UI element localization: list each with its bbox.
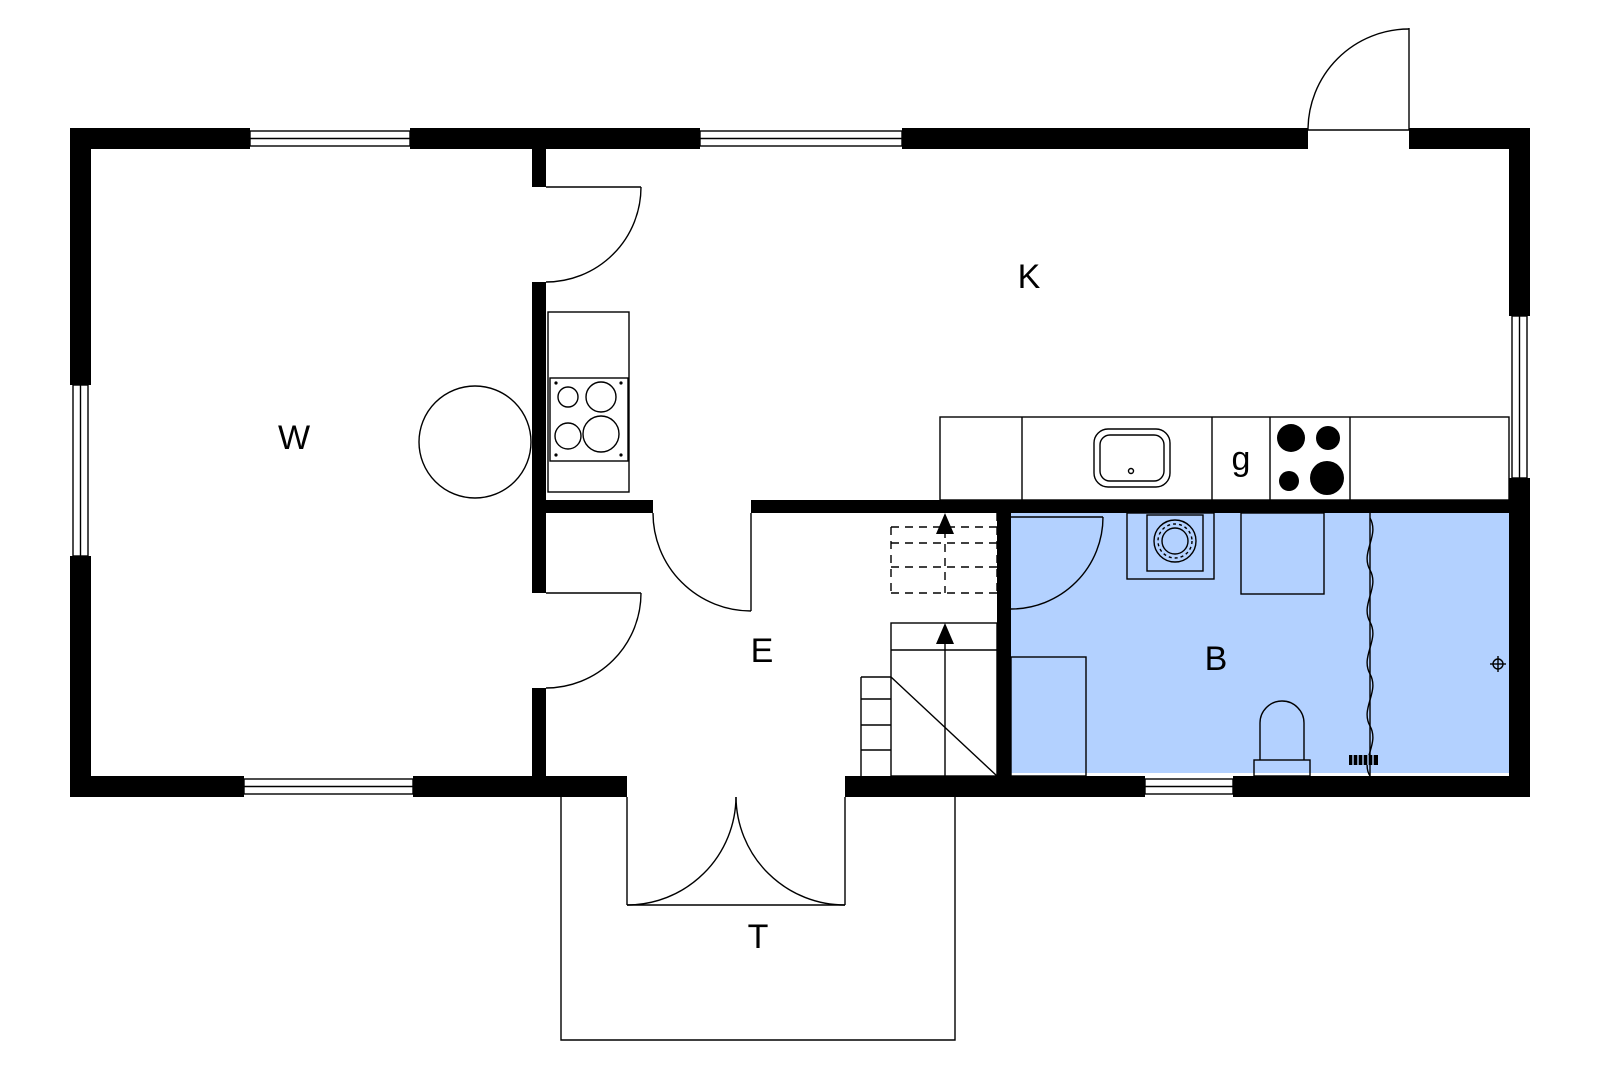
floor-drain-icon <box>1490 656 1506 672</box>
sink-icon <box>1093 428 1171 488</box>
bathroom-cabinet <box>1240 512 1325 595</box>
outer-walls <box>70 128 1530 797</box>
kitchen-counter <box>939 416 1510 501</box>
room-label-terrace: T <box>748 918 769 956</box>
room-label-bathroom: B <box>1205 640 1228 678</box>
kitchen-appliance-label: g <box>1232 440 1251 478</box>
room-label-entrance: E <box>751 632 774 670</box>
doors <box>545 28 1410 906</box>
bathroom-shelf <box>1010 656 1087 777</box>
windows <box>72 130 1528 795</box>
stairs-icon <box>860 513 998 777</box>
interior-walls <box>532 149 1509 778</box>
terrace-outline <box>560 797 956 1041</box>
round-table <box>418 385 532 499</box>
toilet-icon <box>1253 700 1311 777</box>
cooktop-icon <box>1277 424 1344 495</box>
room-label-kitchen: K <box>1018 258 1041 296</box>
stove-icon <box>547 311 630 493</box>
washbasin-icon <box>1126 512 1215 580</box>
room-label-living: W <box>278 419 310 457</box>
shower-curtain-icon <box>1349 513 1378 777</box>
